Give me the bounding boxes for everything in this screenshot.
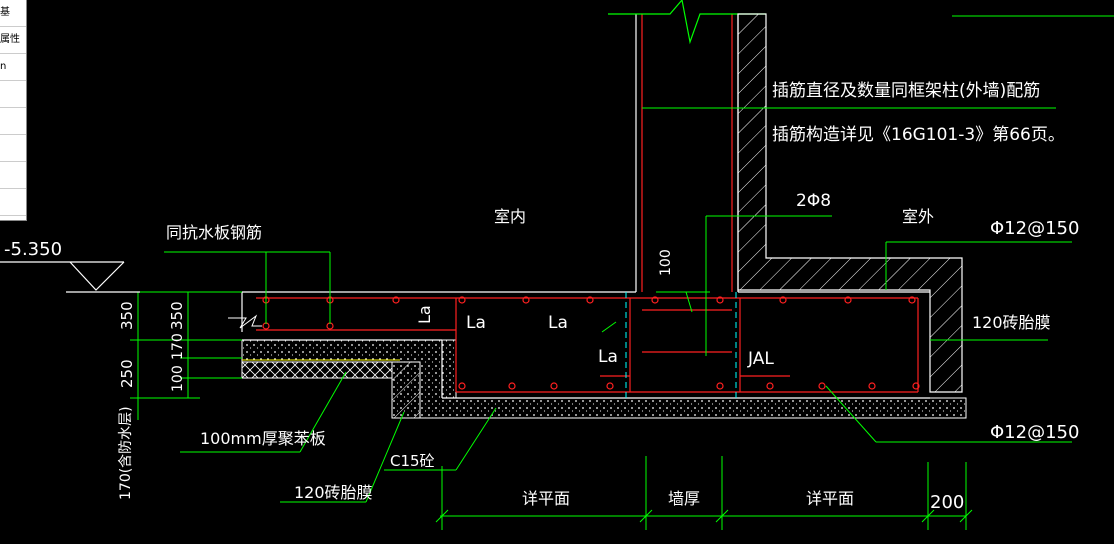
la-label-3: La <box>598 347 618 367</box>
outdoor-label: 室外 <box>902 207 934 226</box>
phi12-bottom-label: Φ12@150 <box>990 422 1079 443</box>
exterior-hatch <box>737 13 963 393</box>
panel-row[interactable] <box>0 162 26 189</box>
dim-left-inner-100: 100 <box>170 365 186 392</box>
dim-left-inner-170: 170 <box>170 333 186 360</box>
elevation-label: -5.350 <box>4 239 62 260</box>
two-phi8-label: 2Φ8 <box>796 191 831 211</box>
dim-left-outer-350: 350 <box>118 301 136 330</box>
dim-bottom-detail-2: 详平面 <box>806 489 854 508</box>
waterproof-slab-rebar-label: 同抗水板钢筋 <box>166 223 262 242</box>
note-line-2: 插筋构造详见《16G101-3》第66页。 <box>772 125 1065 145</box>
phi12-top-label: Φ12@150 <box>990 218 1079 239</box>
brick-mold-left-label: 120砖胎膜 <box>294 483 373 502</box>
dim-left-outer-250: 250 <box>118 359 136 388</box>
rebar <box>256 297 919 393</box>
note-line-1: 插筋直径及数量同框架柱(外墙)配筋 <box>772 81 1040 101</box>
dim-bottom-200: 200 <box>930 492 964 513</box>
indoor-label: 室内 <box>494 207 526 226</box>
la-vertical-label: La <box>415 305 434 324</box>
properties-side-panel[interactable]: 基 属性 n <box>0 0 27 221</box>
c15-label: C15砼 <box>390 452 435 470</box>
dim-left-inner-350: 350 <box>168 301 186 330</box>
left-brick-mold <box>391 361 421 419</box>
elevation-marker <box>0 261 140 293</box>
dim-left-note: 170(含防水层) <box>118 406 134 500</box>
rebar-dots <box>262 296 920 390</box>
brick-mold-right-label: 120砖胎膜 <box>972 313 1051 332</box>
polystyrene-board <box>241 359 400 379</box>
dim-bottom-detail-1: 详平面 <box>522 489 570 508</box>
jal-label: JAL <box>747 349 774 369</box>
panel-row[interactable] <box>0 108 26 135</box>
panel-row[interactable]: 基 <box>0 0 26 27</box>
center-lines <box>625 292 737 398</box>
benzene-board-label: 100mm厚聚苯板 <box>200 429 326 448</box>
panel-row[interactable] <box>0 81 26 108</box>
panel-row[interactable]: n <box>0 54 26 81</box>
dim-100-top: 100 <box>658 249 674 276</box>
dim-bottom-wall-thickness: 墙厚 <box>668 489 700 508</box>
la-label-2: La <box>548 313 568 333</box>
annotation-lines <box>130 15 1114 530</box>
panel-row[interactable] <box>0 189 26 216</box>
panel-row[interactable]: 属性 <box>0 27 26 54</box>
panel-row[interactable] <box>0 135 26 162</box>
la-label-1: La <box>466 313 486 333</box>
